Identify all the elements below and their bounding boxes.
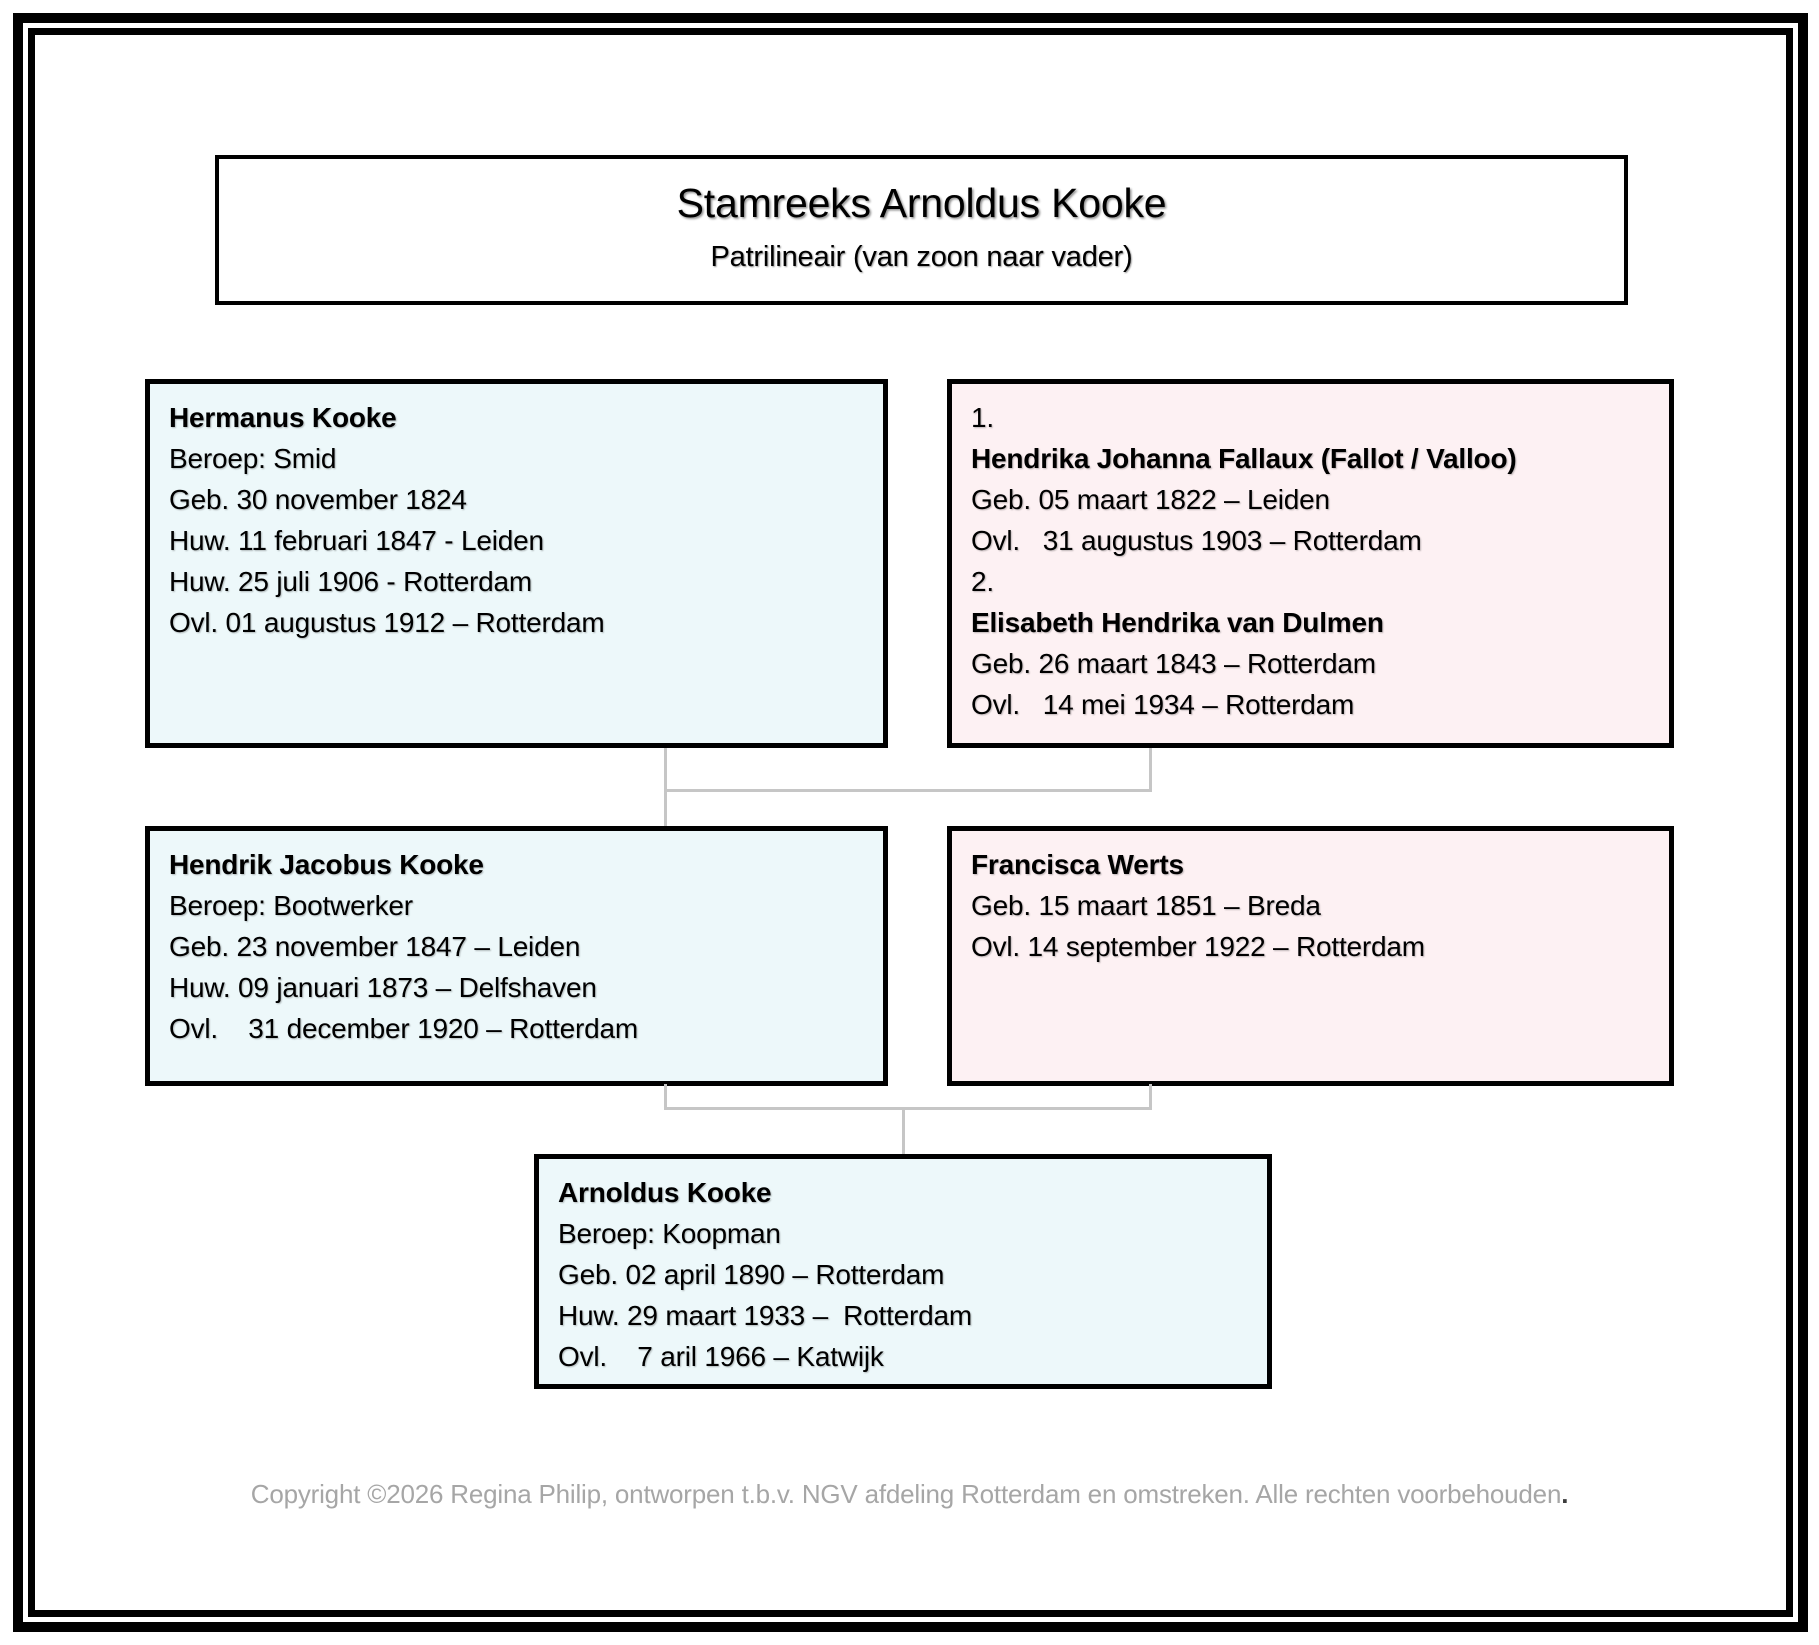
person-death: Ovl. 01 augustus 1912 – Rotterdam <box>169 607 605 638</box>
person-name: Hermanus Kooke <box>169 402 397 433</box>
person-name: Hendrik Jacobus Kooke <box>169 849 484 880</box>
person-marriage-2: Huw. 25 juli 1906 - Rotterdam <box>169 566 533 597</box>
person-card-hermanus-kooke: Hermanus Kooke Beroep: Smid Geb. 30 nove… <box>145 379 888 748</box>
person-birth: Geb. 30 november 1824 <box>169 484 467 515</box>
person-occupation: Beroep: Bootwerker <box>169 890 413 921</box>
person-occupation: Beroep: Koopman <box>558 1218 781 1249</box>
person-death: Ovl. 31 december 1920 – Rotterdam <box>169 1013 639 1044</box>
person-marriage: Huw. 09 januari 1873 – Delfshaven <box>169 972 597 1003</box>
person-marriage-1: Huw. 11 februari 1847 - Leiden <box>169 525 544 556</box>
person-birth: Geb. 02 april 1890 – Rotterdam <box>558 1259 945 1290</box>
copyright-period: . <box>1561 1479 1569 1509</box>
person-birth: Geb. 26 maart 1843 – Rotterdam <box>971 648 1376 679</box>
connector-line-mother2-vertical <box>1149 1084 1152 1110</box>
chart-title: Stamreeks Arnoldus Kooke <box>676 180 1167 226</box>
person-card-francisca-werts: Francisca Werts Geb. 15 maart 1851 – Bre… <box>947 826 1674 1086</box>
person-death: Ovl. 14 mei 1934 – Rotterdam <box>971 689 1355 720</box>
person-occupation: Beroep: Smid <box>169 443 337 474</box>
person-birth: Geb. 05 maart 1822 – Leiden <box>971 484 1330 515</box>
person-death: Ovl. 7 aril 1966 – Katwijk <box>558 1341 884 1372</box>
connector-line-couple1-horizontal <box>664 789 1152 792</box>
copyright-notice: Copyright ©2026 Regina Philip, ontworpen… <box>0 1478 1819 1510</box>
title-box: Stamreeks Arnoldus Kooke Patrilineair (v… <box>215 155 1628 305</box>
connector-line-couple2-horizontal <box>664 1107 1152 1110</box>
copyright-text: Copyright ©2026 Regina Philip, ontworpen… <box>250 1479 1562 1509</box>
person-name: Elisabeth Hendrika van Dulmen <box>971 607 1384 638</box>
person-name: Hendrika Johanna Fallaux (Fallot / Vallo… <box>971 443 1517 474</box>
person-card-arnoldus-kooke: Arnoldus Kooke Beroep: Koopman Geb. 02 a… <box>534 1154 1272 1389</box>
connector-line-mother1-vertical <box>1149 748 1152 792</box>
wife-number-2: 2. <box>971 566 994 597</box>
person-card-hendrik-jacobus-kooke: Hendrik Jacobus Kooke Beroep: Bootwerker… <box>145 826 888 1086</box>
person-name: Arnoldus Kooke <box>558 1177 772 1208</box>
person-death: Ovl. 14 september 1922 – Rotterdam <box>971 931 1425 962</box>
connector-line-father2-vertical <box>664 1084 667 1110</box>
person-name: Francisca Werts <box>971 849 1184 880</box>
chart-subtitle: Patrilineair (van zoon naar vader) <box>710 241 1133 273</box>
wife-number-1: 1. <box>971 402 994 433</box>
person-birth: Geb. 15 maart 1851 – Breda <box>971 890 1321 921</box>
person-death: Ovl. 31 augustus 1903 – Rotterdam <box>971 525 1422 556</box>
person-marriage: Huw. 29 maart 1933 – Rotterdam <box>558 1300 973 1331</box>
connector-line-child-vertical <box>902 1107 905 1156</box>
person-birth: Geb. 23 november 1847 – Leiden <box>169 931 581 962</box>
person-card-wives-of-hermanus: 1. Hendrika Johanna Fallaux (Fallot / Va… <box>947 379 1674 748</box>
